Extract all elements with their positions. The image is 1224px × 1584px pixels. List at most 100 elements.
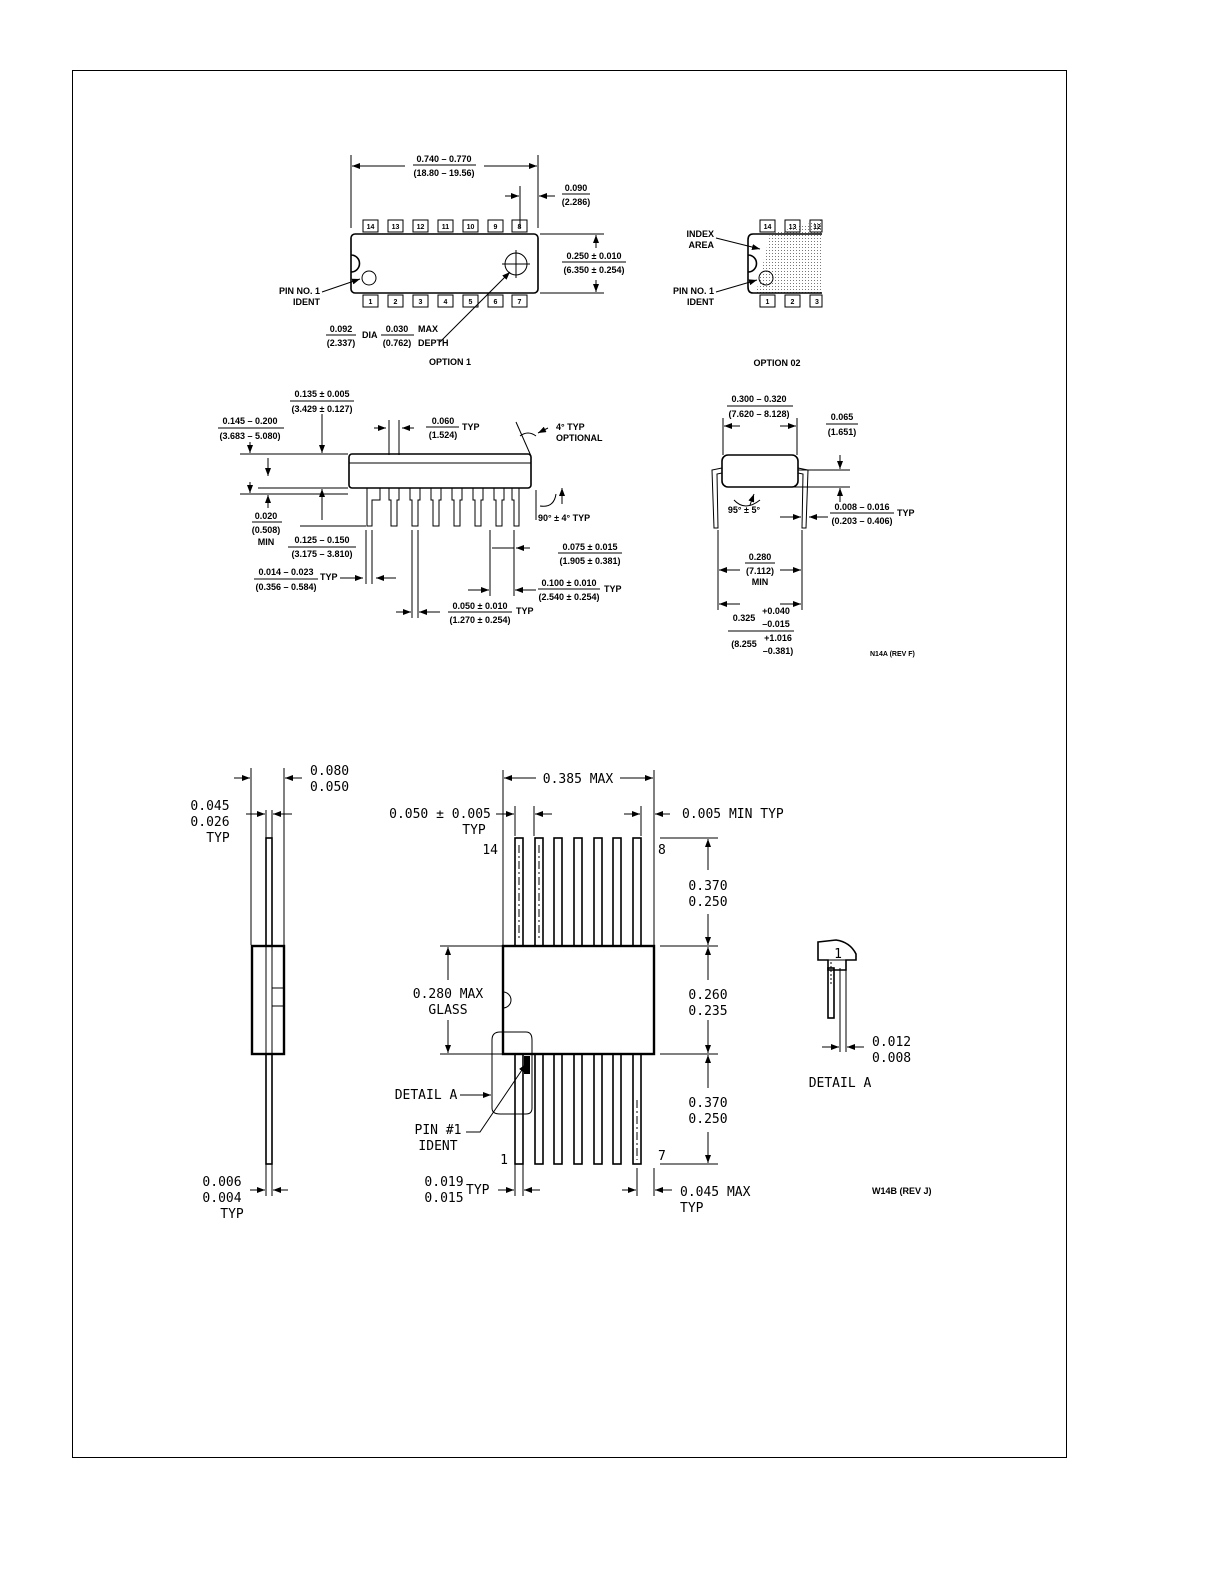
w14b-detail-a: 1 0.012 0.008 DETAIL A W14B (REV J) xyxy=(809,939,932,1196)
dim-100-typ: TYP xyxy=(604,584,622,594)
dim-065-in: 0.065 xyxy=(831,412,854,422)
pin1-ident-label: PIN NO. 1 xyxy=(279,286,320,296)
w14b-min005: 0.005 MIN TYP xyxy=(682,807,784,822)
pin-label: 14 xyxy=(764,224,772,231)
pin-label: 9 xyxy=(494,224,498,231)
dim-125-mm: (3.175 – 3.810) xyxy=(291,549,352,559)
dim-145-mm: (3.683 – 5.080) xyxy=(219,431,280,441)
w14b-d019: 0.019 xyxy=(424,1175,463,1190)
dia-mm: (2.337) xyxy=(327,338,356,348)
w14b-detail-a: DETAIL A xyxy=(395,1088,458,1103)
w14b-d260: 0.260 xyxy=(688,988,727,1003)
w14b-d370a: 0.370 xyxy=(688,879,727,894)
dim-280-min: MIN xyxy=(752,577,769,587)
w14b-d370b: 0.370 xyxy=(688,1096,727,1111)
pin1-ident-label: IDENT xyxy=(293,297,321,307)
dim-008-typ: TYP xyxy=(897,508,915,518)
detail-d012: 0.012 xyxy=(872,1035,911,1050)
w14b-side-bottom: 0.004 xyxy=(202,1191,241,1206)
w14b-side-bottom: 0.006 xyxy=(202,1175,241,1190)
depth-word: MAX xyxy=(418,324,438,334)
dim-020-mm: (0.508) xyxy=(252,525,281,535)
w14b-d019: 0.015 xyxy=(424,1191,463,1206)
dim-008-in: 0.008 – 0.016 xyxy=(834,502,889,512)
depth-mm: (0.762) xyxy=(383,338,412,348)
w14b-glass: GLASS xyxy=(428,1003,467,1018)
w14b-pin14: 14 xyxy=(482,843,498,858)
pin-label: 2 xyxy=(394,299,398,306)
dim-065-mm: (1.651) xyxy=(828,427,857,437)
dim-8255: (8.255 xyxy=(731,639,757,649)
pin-label: 3 xyxy=(815,299,819,306)
dim-050-typ: TYP xyxy=(516,606,534,616)
dia-word: DIA xyxy=(362,330,378,340)
w14b-pitch: TYP xyxy=(462,823,486,838)
dim-325-plus: +0.040 xyxy=(762,606,790,616)
dim-060-typ: TYP xyxy=(462,422,480,432)
n14a-bottom-pins: 1 2 3 4 5 6 7 xyxy=(362,294,528,308)
index-area-label: AREA xyxy=(688,240,714,250)
option-1-label: OPTION 1 xyxy=(429,357,471,367)
pin-label: 12 xyxy=(813,224,821,231)
pin-label: 13 xyxy=(392,224,400,231)
dim-145-in: 0.145 – 0.200 xyxy=(222,416,277,426)
angle-4-label: 4° TYP xyxy=(556,422,585,432)
w14b-pin8: 8 xyxy=(658,843,666,858)
dim-050-in: 0.050 ± 0.010 xyxy=(453,601,508,611)
pin-label: 2 xyxy=(791,299,795,306)
depth-in: 0.030 xyxy=(386,324,409,334)
w14b-d045: 0.045 MAX xyxy=(680,1185,751,1200)
dim-014-in: 0.014 – 0.023 xyxy=(258,567,313,577)
n14a-rev-label: N14A (REV F) xyxy=(870,651,915,658)
pin-label: 6 xyxy=(494,299,498,306)
dim-300-mm: (7.620 – 8.128) xyxy=(728,409,789,419)
detail-pin-num: 1 xyxy=(834,947,842,962)
dim-width-in: 0.250 ± 0.010 xyxy=(567,251,622,261)
n14a-option02-view: 14 13 12 1 2 3 INDEX AREA PIN NO. 1 IDEN… xyxy=(673,219,823,368)
w14b-side-view: 0.080 0.050 0.045 0.026 TYP 0.006 0.004 … xyxy=(190,764,349,1222)
w14b-rev-label: W14B (REV J) xyxy=(872,1186,932,1196)
w14b-side-left: TYP xyxy=(206,831,230,846)
angle-95-label: 95° ± 5° xyxy=(728,505,761,515)
n14a-side-view: 0.135 ± 0.005 (3.429 ± 0.127) 0.145 – 0.… xyxy=(218,389,622,625)
dim-060-mm: (1.524) xyxy=(429,430,458,440)
w14b-pin1: 1 xyxy=(500,1153,508,1168)
pin-label: 14 xyxy=(367,224,375,231)
dim-075-mm: (1.905 ± 0.381) xyxy=(560,556,621,566)
w14b-side-bottom: TYP xyxy=(220,1207,244,1222)
w14b-d260: 0.235 xyxy=(688,1004,727,1019)
dim-020-in: 0.020 xyxy=(255,511,278,521)
pin1-ident-label: PIN NO. 1 xyxy=(673,286,714,296)
w14b-top-view: 0.385 MAX 0.050 ± 0.005 TYP 0.005 MIN TY… xyxy=(389,770,784,1216)
dim-8255-minus: –0.381) xyxy=(763,646,794,656)
dim-325-minus: –0.015 xyxy=(762,619,790,629)
w14b-side-left: 0.045 xyxy=(190,799,229,814)
w14b-side-top: 0.050 xyxy=(310,780,349,795)
n14a-end-view: 0.300 – 0.320 (7.620 – 8.128) 0.065 (1.6… xyxy=(711,394,915,658)
w14b-pin1-ident: IDENT xyxy=(418,1139,457,1154)
pin-label: 1 xyxy=(766,299,770,306)
w14b-pin1-ident: PIN #1 xyxy=(415,1123,462,1138)
dim-length-mm: (18.80 – 19.56) xyxy=(413,168,474,178)
angle-4-label: OPTIONAL xyxy=(556,433,603,443)
w14b-pitch: 0.050 ± 0.005 xyxy=(389,807,491,822)
dim-020-min: MIN xyxy=(258,537,275,547)
pin-label: 13 xyxy=(789,224,797,231)
option-02-label: OPTION 02 xyxy=(753,358,800,368)
n14a-top-pins: 14 13 12 11 10 9 8 xyxy=(362,219,528,233)
angle-90-label: 90° ± 4° TYP xyxy=(538,513,590,523)
depth-word: DEPTH xyxy=(418,338,449,348)
dim-300-in: 0.300 – 0.320 xyxy=(731,394,786,404)
dim-325-in: 0.325 xyxy=(733,613,756,623)
w14b-d370a: 0.250 xyxy=(688,895,727,910)
dim-014-mm: (0.356 – 0.584) xyxy=(255,582,316,592)
dim-090-in: 0.090 xyxy=(565,183,588,193)
w14b-side-left: 0.026 xyxy=(190,815,229,830)
page-frame xyxy=(72,70,1067,1458)
dim-075-in: 0.075 ± 0.015 xyxy=(563,542,618,552)
w14b-d045: TYP xyxy=(680,1201,704,1216)
dim-280-mm: (7.112) xyxy=(746,566,774,576)
w14b-d370b: 0.250 xyxy=(688,1112,727,1127)
w14b-glass: 0.280 MAX xyxy=(413,987,484,1002)
detail-d012: 0.008 xyxy=(872,1051,911,1066)
